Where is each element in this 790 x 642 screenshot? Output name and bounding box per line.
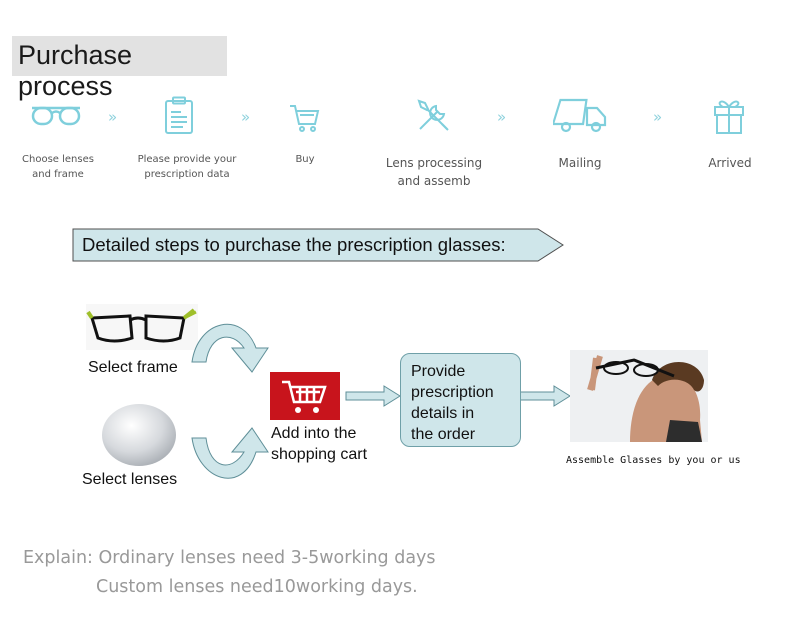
step-label-prescription: Please provide your prescription data (137, 154, 237, 180)
assemble-label: Assemble Glasses by you or us (566, 455, 741, 466)
arrow-to-provide (345, 385, 401, 407)
shopping-cart-icon (270, 372, 340, 420)
step-separator: » (108, 108, 118, 126)
add-cart-label: Add into the shopping cart (271, 425, 368, 463)
page-title: Purchase process (18, 40, 133, 101)
glasses-icon (31, 106, 81, 126)
man-photo (570, 350, 708, 442)
lens-image (102, 404, 176, 466)
provide-text: Provide prescription details in the orde… (411, 363, 494, 443)
step-separator: » (653, 108, 663, 126)
banner-arrow (72, 228, 564, 262)
banner-text: Detailed steps to purchase the prescript… (82, 234, 506, 255)
step-label-choose: Choose lenses and frame (22, 154, 94, 180)
step-label-mailing: Mailing (558, 156, 602, 170)
step-separator: » (497, 108, 507, 126)
step-label-arrived: Arrived (708, 156, 752, 170)
cart-icon (290, 105, 320, 132)
step-separator: » (241, 108, 251, 126)
explain-line-1: Explain: Ordinary lenses need 3-5working… (23, 548, 436, 568)
tools-icon (417, 99, 449, 131)
step-label-processing: Lens processing and assemb (385, 156, 483, 188)
clipboard-icon (165, 96, 193, 134)
provide-box (400, 353, 521, 447)
step-label-buy: Buy (295, 154, 315, 165)
gift-icon (714, 100, 744, 134)
frame-image (86, 304, 198, 350)
select-lenses-label: Select lenses (82, 471, 178, 488)
curved-arrows (191, 323, 269, 479)
section-title-box: Purchase process (12, 36, 227, 101)
truck-icon (553, 98, 607, 133)
explain-line-2: Custom lenses need10working days. (96, 577, 418, 597)
arrow-to-assemble (519, 385, 571, 407)
select-frame-label: Select frame (88, 359, 178, 376)
